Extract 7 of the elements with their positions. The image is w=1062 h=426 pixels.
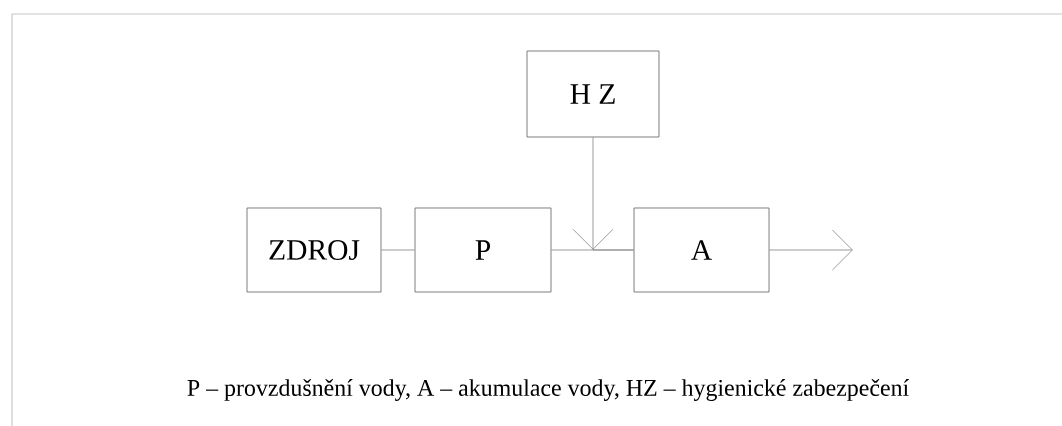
process-box: ZDROJ bbox=[246, 207, 382, 293]
process-box: A bbox=[633, 207, 770, 293]
caption: P – provzdušnění vody, A – akumulace vody, HZ – hygienické zabezpečení bbox=[187, 379, 909, 401]
process-box: P bbox=[414, 207, 552, 293]
connector-line bbox=[381, 249, 415, 251]
arrow bbox=[769, 229, 853, 271]
process-box: H Z bbox=[526, 50, 660, 138]
